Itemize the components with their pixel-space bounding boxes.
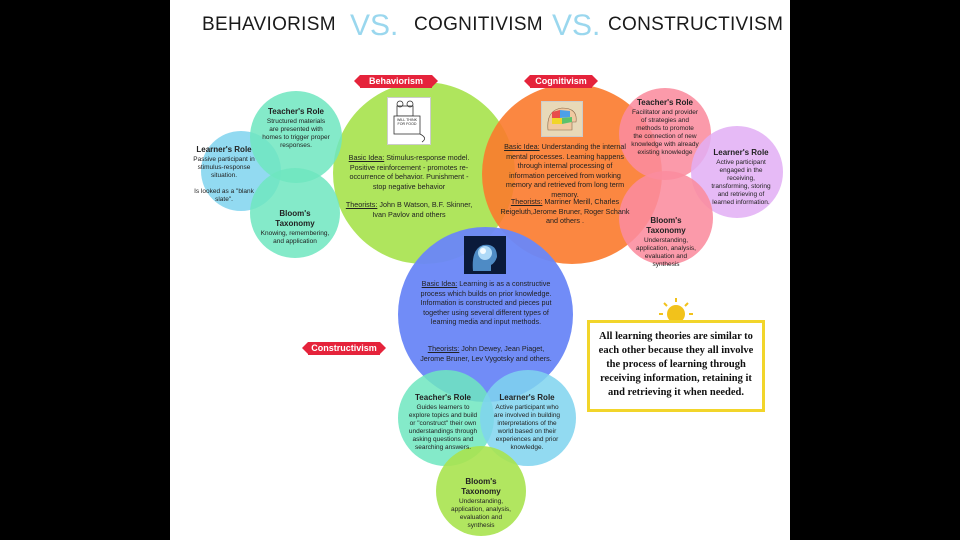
title-vs-1: VS.: [350, 9, 399, 42]
constructivism-bloom-title: Bloom's Taxonomy: [461, 477, 501, 496]
constructivism-learner-role: Learner's Role Active participant who ar…: [490, 393, 564, 452]
behaviorism-theorists-text: John B Watson, B.F. Skinner, Ivan Pavlov…: [372, 200, 473, 219]
cognitivism-teacher-text: Facilitator and provider of strategies a…: [631, 109, 699, 156]
constructivism-theorists-text: John Dewey, Jean Piaget, Jerome Bruner, …: [420, 344, 552, 363]
cognitivism-learner-title: Learner's Role: [713, 148, 769, 157]
behaviorism-learner-text-2: Is looked as a "blank slate".: [194, 188, 254, 203]
behaviorism-teacher-text: Structured materials are presented with …: [262, 118, 330, 149]
constructivism-tag: Constructivism: [302, 342, 386, 355]
constructivism-theorists: Theorists: John Dewey, Jean Piaget, Jero…: [419, 344, 553, 363]
constructivism-bloom-text: Understanding, application, analysis, ev…: [451, 498, 511, 529]
cognitivism-brain-image: [541, 101, 583, 137]
cognitivism-bloom-title: Bloom's Taxonomy: [646, 216, 686, 235]
summary-note-box: All learning theories are similar to eac…: [587, 320, 765, 412]
behaviorism-basic-idea-label: Basic Idea:: [348, 153, 385, 162]
constructivism-learner-title: Learner's Role: [499, 393, 555, 402]
cognitivism-learner-text: Active participant engaged in the receiv…: [711, 159, 771, 206]
cognitivism-bloom-circle: [619, 171, 713, 265]
behaviorism-cartoon-image: WILL THINK FOR FOOD: [387, 97, 431, 145]
cognitivism-theorists-text: Marriner Merill, Charles Reigeluth,Jerom…: [500, 197, 630, 225]
cognitivism-theorists-label: Theorists:: [510, 197, 543, 206]
cognitivism-basic-idea-label: Basic Idea:: [504, 142, 540, 151]
cognitivism-bloom: Bloom's Taxonomy Understanding, applicat…: [631, 216, 701, 269]
constructivism-teacher-title: Teacher's Role: [415, 393, 471, 402]
cognitivism-teacher-role: Teacher's Role Facilitator and provider …: [631, 98, 699, 157]
cognitivism-basic-idea-text: Understanding the internal mental proces…: [505, 142, 626, 199]
cognitivism-bloom-text: Understanding, application, analysis, ev…: [636, 237, 696, 268]
behaviorism-learner-text: Passive participant in stimulus-response…: [193, 156, 255, 179]
behaviorism-bloom-circle: [250, 168, 340, 258]
title-constructivism: CONSTRUCTIVISM: [608, 14, 784, 35]
behaviorism-teacher-circle: [250, 91, 342, 183]
constructivism-learner-text: Active participant who are involved in b…: [493, 404, 561, 451]
constructivism-basic-idea: Basic Idea: Learning is as a constructiv…: [419, 279, 553, 327]
rat-sign-icon: [393, 100, 425, 143]
constructivism-basic-idea-text: Learning is as a constructive process wh…: [420, 279, 552, 326]
constructivism-bloom-circle: [436, 446, 526, 536]
cognitivism-teacher-title: Teacher's Role: [637, 98, 693, 107]
constructivism-brain-scan-image: [464, 236, 506, 274]
behaviorism-bloom: Bloom's Taxonomy Knowing, remembering, a…: [260, 209, 330, 246]
behaviorism-learner-title: Learner's Role: [196, 145, 252, 154]
title-vs-2: VS.: [552, 9, 601, 42]
slide-title: BEHAVIORISM VS. COGNITIVISM VS. CONSTRUC…: [170, 9, 790, 42]
constructivism-teacher-role: Teacher's Role Guides learners to explor…: [408, 393, 478, 452]
cognitivism-basic-idea: Basic Idea: Understanding the internal m…: [499, 142, 631, 199]
brain-scan-icon: [472, 244, 497, 271]
behaviorism-learner-role: Learner's Role Passive participant in st…: [192, 145, 256, 204]
constructivism-theorists-label: Theorists:: [427, 344, 460, 353]
behaviorism-tag: Behaviorism: [354, 75, 438, 88]
slide: BEHAVIORISM VS. COGNITIVISM VS. CONSTRUC…: [170, 0, 790, 540]
constructivism-teacher-text: Guides learners to explore topics and bu…: [408, 404, 478, 451]
behaviorism-theorists-label: Theorists:: [345, 200, 378, 209]
behaviorism-basic-idea-text: Stimulus-response model. Positive reinfo…: [349, 153, 470, 191]
cognitivism-learner-role: Learner's Role Active participant engage…: [708, 148, 774, 207]
brain-icon: [547, 107, 577, 131]
behaviorism-bloom-text: Knowing, remembering, and application: [260, 230, 330, 245]
constructivism-basic-idea-label: Basic Idea:: [421, 279, 458, 288]
behaviorism-teacher-role: Teacher's Role Structured materials are …: [262, 107, 330, 150]
title-behaviorism: BEHAVIORISM: [202, 14, 336, 35]
behaviorism-basic-idea: Basic Idea: Stimulus-response model. Pos…: [344, 153, 474, 191]
behaviorism-bloom-title: Bloom's Taxonomy: [275, 209, 315, 228]
title-cognitivism: COGNITIVISM: [414, 14, 543, 35]
cognitivism-tag: Cognitivism: [524, 75, 598, 88]
cognitivism-theorists: Theorists: Marriner Merill, Charles Reig…: [499, 197, 631, 226]
behaviorism-teacher-title: Teacher's Role: [268, 107, 324, 116]
behaviorism-theorists: Theorists: John B Watson, B.F. Skinner, …: [344, 200, 474, 219]
constructivism-bloom: Bloom's Taxonomy Understanding, applicat…: [446, 477, 516, 530]
behaviorism-image-caption: WILL THINK FOR FOOD: [397, 118, 417, 127]
summary-note-text: All learning theories are similar to eac…: [598, 331, 754, 398]
